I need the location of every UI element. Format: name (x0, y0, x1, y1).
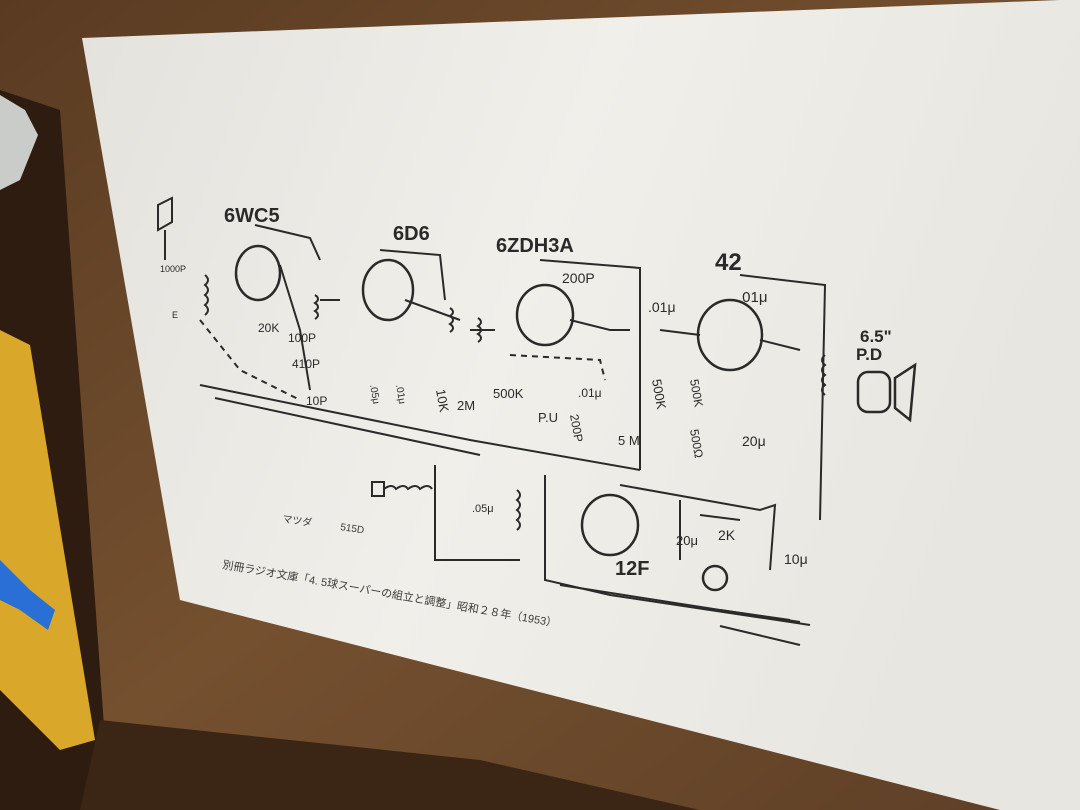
tube-label-42: 42 (715, 249, 742, 276)
label-65: 6.5" (860, 327, 892, 346)
tube-42 (696, 298, 764, 372)
antenna-icon (157, 196, 173, 260)
label-410p: 410P (292, 357, 320, 371)
label-pd: P.D (856, 345, 882, 364)
label-01a: .01μ (393, 384, 407, 406)
cloth (0, 95, 38, 190)
tube-6zdh3a (515, 283, 575, 347)
label-5m: 5 M (618, 433, 640, 448)
schematic-wiring (199, 224, 827, 626)
tube-label-6wc5: 6WC5 (224, 205, 280, 227)
speaker-icon (856, 362, 917, 423)
label-500k-b: 500K (649, 378, 669, 411)
label-20u-a: 20μ (742, 433, 766, 449)
tube-label-6d6: 6D6 (393, 223, 430, 245)
label-1000p: 1000P (160, 264, 186, 274)
coil-symbols (203, 274, 827, 531)
label-05a: .05μ (367, 384, 381, 406)
label-10p: 10P (306, 394, 327, 408)
label-500k-a: 500K (493, 386, 524, 401)
label-500ohm: 500Ω (687, 428, 706, 459)
tube-label-6zdh3a: 6ZDH3A (496, 235, 574, 257)
label-2k: 2K (718, 527, 736, 543)
label-20u-b: 20μ (676, 533, 698, 548)
label-2m: 2M (457, 398, 475, 413)
output-arrows (719, 609, 801, 646)
pilot-lamp (701, 564, 729, 592)
caption-brand: マツダ (282, 512, 314, 529)
power-plug-icon (371, 481, 433, 497)
label-10k: 10K (433, 388, 452, 414)
label-100p: 100P (288, 331, 316, 345)
paper-sheet (82, 0, 1080, 810)
bottom-wood (80, 720, 700, 810)
tube-6d6 (361, 258, 415, 322)
label-200p-a: 200P (567, 413, 586, 443)
label-01c: .01μ (648, 299, 676, 315)
caption-model: 515D (340, 522, 365, 536)
label-500k-c: 500K (687, 378, 706, 408)
blue-handle (0, 560, 55, 630)
label-10u: 10μ (784, 551, 808, 567)
label-20k: 20K (258, 321, 279, 335)
label-e: E (172, 310, 178, 320)
tube-label-12f: 12F (615, 558, 649, 580)
label-200p-b: 200P (562, 270, 595, 286)
label-01d: .01μ (738, 289, 768, 306)
tube-symbols (234, 244, 764, 592)
label-pu: P.U (538, 410, 558, 425)
label-05b: .05μ (472, 503, 494, 515)
label-01b: .01μ (578, 386, 602, 400)
tube-12f (580, 493, 640, 557)
tube-6wc5 (234, 244, 282, 302)
yellow-frame (0, 330, 95, 750)
